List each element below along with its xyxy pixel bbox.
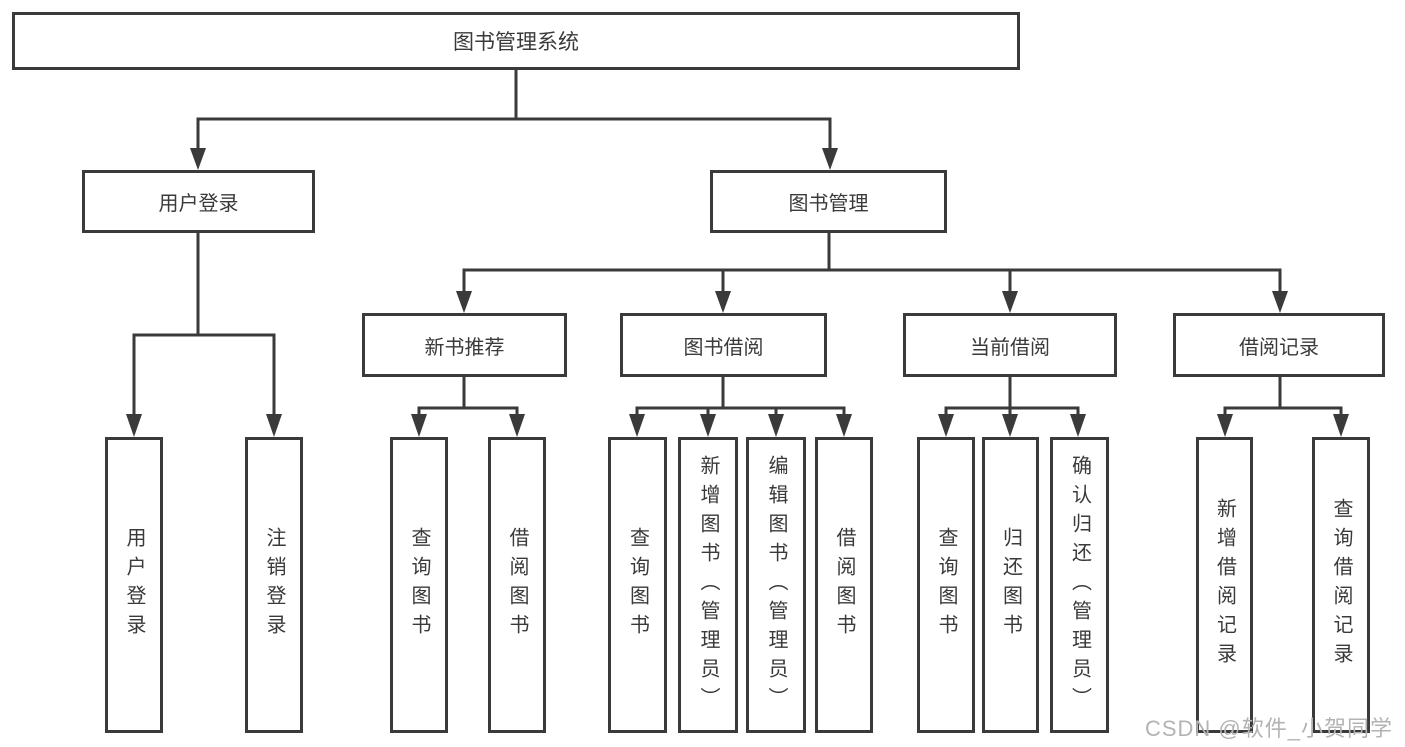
node-label: 查询借阅记录 [1330,498,1352,672]
node-book-management: 图书管理 [710,170,947,233]
node-leaf-user-login: 用户登录 [105,437,163,733]
node-user-login: 用户登录 [82,170,315,233]
node-leaf-return-book: 归还图书 [982,437,1039,733]
node-book-borrowing: 图书借阅 [620,313,827,377]
node-leaf-borrow-books-2: 借阅图书 [815,437,873,733]
node-label: 确认归还（管理员） [1068,454,1091,716]
node-label: 编辑图书（管理员） [765,454,787,716]
node-label: 借阅图书 [833,527,855,643]
csdn-watermark: CSDN @软件_小贺同学 [1144,716,1393,741]
node-label: 新增图书（管理员） [697,454,719,716]
node-new-book-recommend: 新书推荐 [362,313,567,377]
node-leaf-borrow-books-1: 借阅图书 [488,437,546,733]
node-leaf-confirm-return-admin: 确认归还（管理员） [1050,437,1109,733]
node-leaf-logout: 注销登录 [245,437,303,733]
node-current-borrowing: 当前借阅 [903,313,1117,377]
node-label: 查询图书 [626,527,649,643]
node-label: 注销登录 [263,527,285,643]
node-leaf-edit-book-admin: 编辑图书（管理员） [746,437,806,733]
node-label: 借阅图书 [506,527,528,643]
node-label: 归还图书 [999,527,1022,643]
node-leaf-add-book-admin: 新增图书（管理员） [678,437,738,733]
node-leaf-query-books-3: 查询图书 [917,437,975,733]
node-label: 新增借阅记录 [1213,498,1236,672]
node-label: 查询图书 [935,527,957,643]
arrowheads [126,148,1349,437]
node-leaf-add-borrow-record: 新增借阅记录 [1196,437,1253,733]
node-leaf-query-borrow-record: 查询借阅记录 [1312,437,1370,733]
node-leaf-query-books-2: 查询图书 [608,437,667,733]
node-label: 用户登录 [123,527,145,643]
node-borrowing-records: 借阅记录 [1173,313,1385,377]
node-label: 查询图书 [408,527,430,643]
node-library-management-system: 图书管理系统 [12,12,1020,70]
node-leaf-query-books-1: 查询图书 [390,437,448,733]
